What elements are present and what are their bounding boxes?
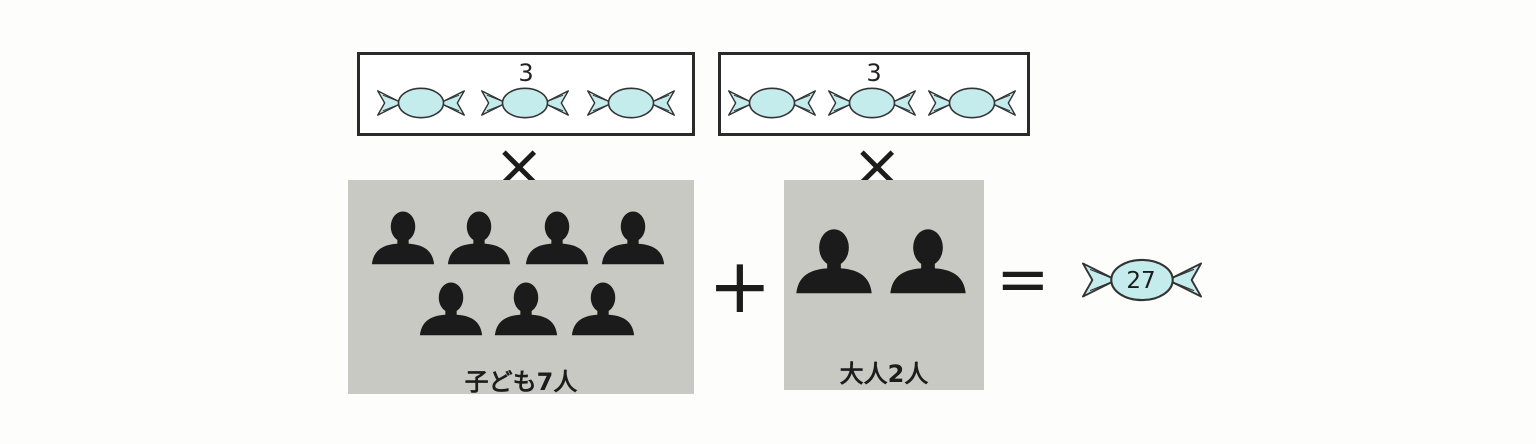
candy-icon [376, 83, 466, 123]
child-silhouette-icon [570, 276, 636, 338]
candy-icon [480, 83, 570, 123]
child-silhouette-icon [493, 276, 559, 338]
children-count-label: 子ども7人 [464, 368, 578, 396]
candy-icon [827, 83, 917, 123]
candies-per-adult-label: 3 [866, 59, 882, 87]
candy-icon [586, 83, 676, 123]
child-silhouette-icon [446, 206, 512, 266]
adults-panel: 大人2人 [784, 180, 984, 390]
candy-box-right: 3 [718, 52, 1030, 136]
candy-icon [927, 83, 1017, 123]
child-silhouette-icon [418, 276, 484, 338]
plus-sign: + [708, 241, 772, 330]
adult-silhouette-icon [794, 218, 874, 300]
adults-count-label: 大人2人 [839, 360, 929, 388]
adult-silhouette-icon [888, 218, 968, 300]
equals-sign: = [996, 243, 1050, 317]
child-silhouette-icon [524, 206, 590, 266]
candy-box-left: 3 [357, 52, 695, 136]
candies-per-child-label: 3 [518, 59, 534, 87]
child-silhouette-icon [370, 206, 436, 266]
children-panel: 子ども7人 [348, 180, 694, 396]
child-silhouette-icon [600, 206, 666, 266]
result-total-label: 27 [1126, 268, 1156, 294]
candy-icon [727, 83, 817, 123]
